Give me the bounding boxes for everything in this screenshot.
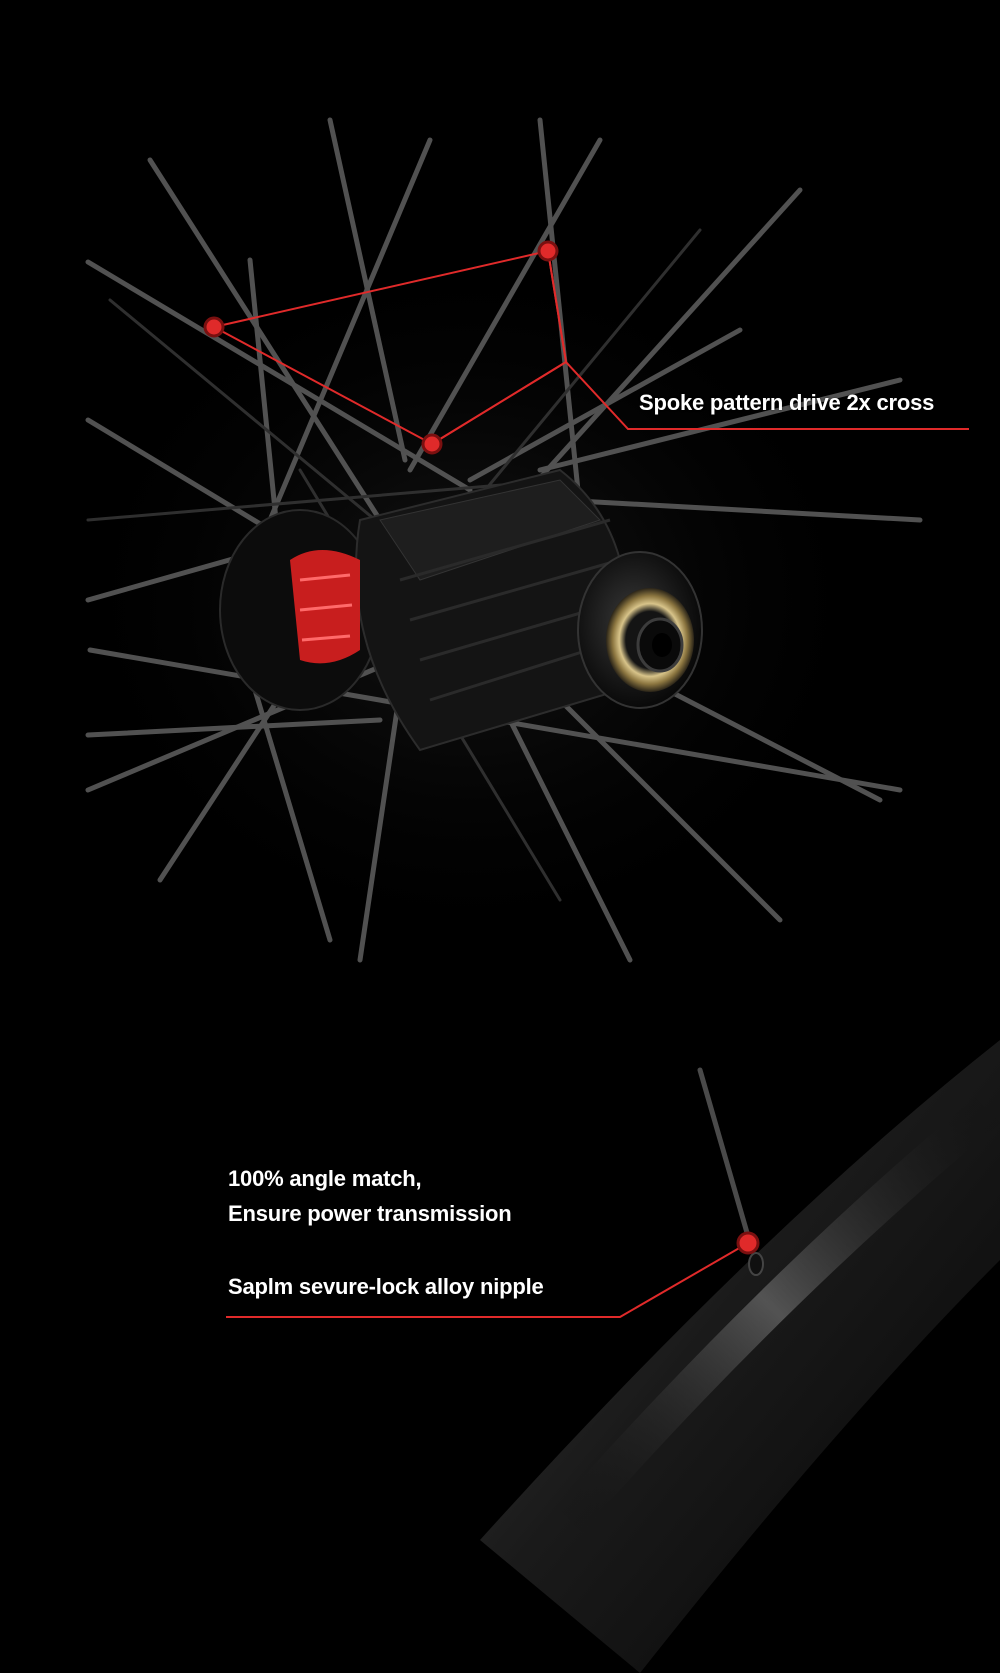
- spoke-pattern-label: Spoke pattern drive 2x cross: [639, 390, 935, 415]
- nipple-annotation-line: [226, 1242, 749, 1318]
- rear-hub: [219, 468, 703, 752]
- spoke-cross-annotation: [213, 249, 969, 446]
- annotation-markers: [203, 240, 760, 1255]
- spoke-nipple: [748, 1252, 764, 1276]
- nipple-label: Saplm sevure-lock alloy nipple: [228, 1274, 544, 1299]
- rim: [480, 1040, 1000, 1673]
- spokes: [85, 117, 923, 963]
- power-transmission-label: Ensure power transmission: [228, 1201, 512, 1226]
- angle-match-label: 100% angle match,: [228, 1166, 422, 1191]
